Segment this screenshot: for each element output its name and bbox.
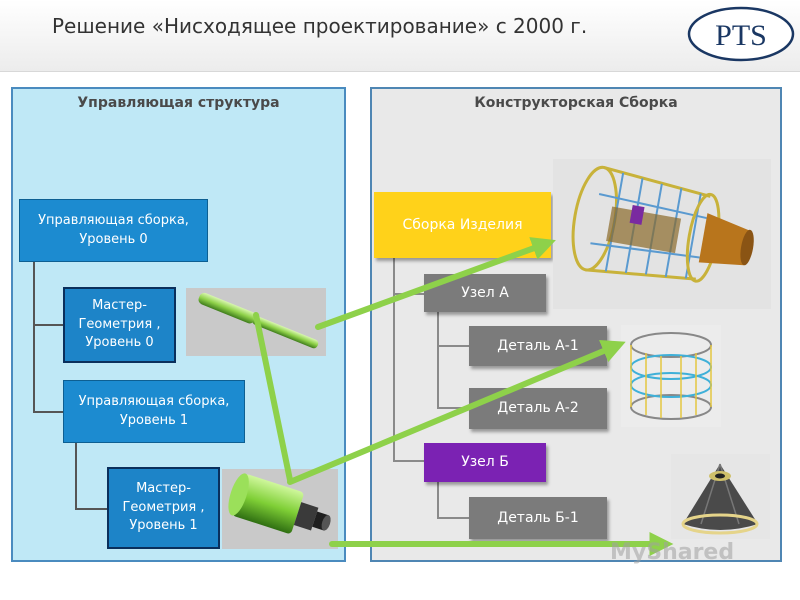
tree-connector (393, 293, 424, 295)
pts-logo: PTS (687, 6, 795, 62)
tree-connector (393, 460, 424, 462)
cylinder-model-image (222, 469, 338, 549)
tree-connector (437, 407, 469, 409)
part-a2-box[interactable]: Деталь А-2 (469, 388, 607, 429)
page-title: Решение «Нисходящее проектирование» с 20… (52, 14, 588, 38)
tree-connector (437, 517, 469, 519)
header-bar: Решение «Нисходящее проектирование» с 20… (0, 0, 800, 72)
part-b1-box[interactable]: Деталь Б-1 (469, 497, 607, 539)
shaft-model-image (186, 288, 326, 356)
master-geometry-level1[interactable]: Мастер-Геометрия , Уровень 1 (107, 467, 220, 549)
tree-connector (75, 443, 77, 509)
product-assembly-box[interactable]: Сборка Изделия (374, 192, 551, 258)
tree-connector (33, 411, 63, 413)
watermark: MyShared (610, 540, 735, 565)
control-assembly-level0[interactable]: Управляющая сборка, Уровень 0 (19, 199, 208, 262)
assembly-model-image (553, 159, 771, 309)
part-a1-box[interactable]: Деталь А-1 (469, 326, 607, 366)
design-assembly-title: Конструкторская Сборка (474, 95, 678, 111)
tree-connector (75, 508, 107, 510)
tree-connector (33, 262, 35, 412)
logo-text: PTS (715, 19, 767, 52)
master-geometry-level0[interactable]: Мастер-Геометрия , Уровень 0 (63, 287, 176, 363)
tree-connector (437, 345, 469, 347)
control-structure-title: Управляющая структура (77, 95, 280, 111)
tree-connector (437, 312, 439, 408)
tree-connector (437, 482, 439, 518)
part-a1-model-image (621, 325, 721, 427)
tree-connector (33, 324, 63, 326)
tree-connector (393, 258, 395, 461)
node-b-box[interactable]: Узел Б (424, 443, 546, 482)
part-b1-model-image (671, 454, 770, 539)
control-assembly-level1[interactable]: Управляющая сборка, Уровень 1 (63, 380, 245, 443)
node-a-box[interactable]: Узел А (424, 274, 546, 312)
